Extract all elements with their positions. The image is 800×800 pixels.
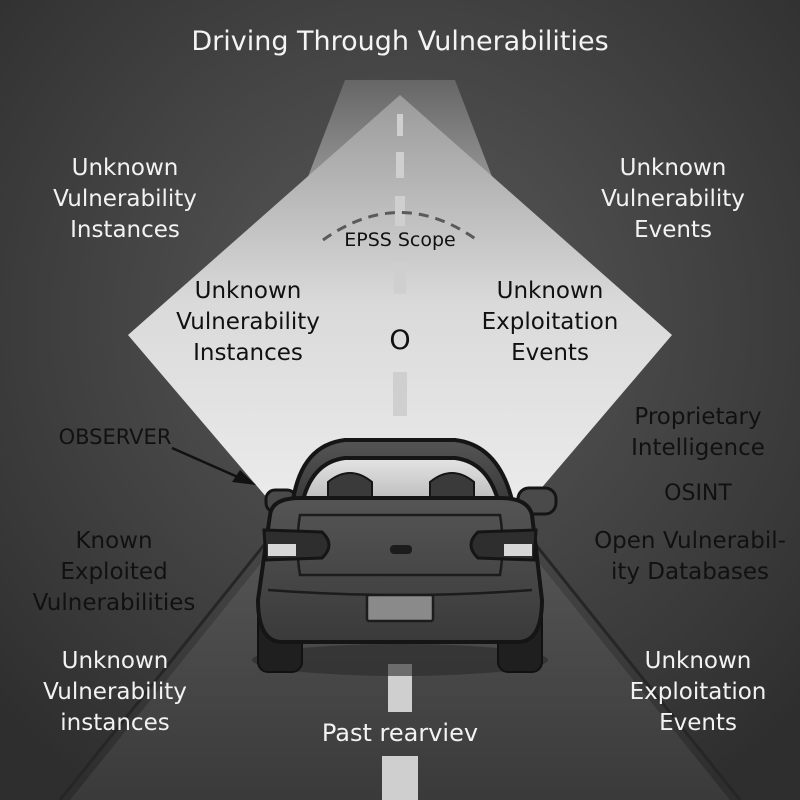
label-open-vulnerability-databases: Open Vulnerabil- ity Databases bbox=[594, 528, 786, 585]
label-past-rearview: Past rearviev bbox=[321, 719, 479, 747]
headlight-beam bbox=[128, 95, 672, 560]
road-left-edge bbox=[58, 499, 302, 800]
label-proprietary-intelligence: Proprietary Intelligence bbox=[631, 404, 765, 461]
label-beam-center: O bbox=[389, 325, 411, 356]
label-beam-right: Unknown Exploitation Events bbox=[481, 278, 619, 366]
label-observer: OBSERVER bbox=[58, 425, 172, 449]
epss-scope-arc bbox=[322, 211, 478, 242]
observer-arrow bbox=[171, 446, 256, 485]
label-bottom-left: Unknown Vulnerability instances bbox=[43, 648, 187, 736]
seat-left bbox=[327, 472, 373, 501]
car-body bbox=[255, 496, 545, 644]
label-top-left: Unknown Vulnerability Instances bbox=[53, 155, 197, 243]
seat-right bbox=[429, 472, 475, 501]
label-bottom-right: Unknown Exploitation Events bbox=[629, 648, 767, 736]
lane-markings bbox=[382, 114, 418, 800]
label-osint: OSINT bbox=[664, 481, 732, 506]
label-epss-scope: EPSS Scope bbox=[344, 229, 456, 251]
trunk-handle bbox=[390, 545, 412, 554]
label-known-exploited: Known Exploited Vulnerabilities bbox=[32, 528, 196, 616]
diagram-title: Driving Through Vulnerabilities bbox=[191, 26, 609, 57]
label-beam-left: Unknown Vulnerability Instances bbox=[176, 278, 320, 366]
car bbox=[252, 438, 558, 676]
license-plate bbox=[365, 593, 435, 623]
label-top-right: Unknown Vulnerability Events bbox=[601, 155, 745, 243]
road-right-edge bbox=[498, 499, 742, 800]
